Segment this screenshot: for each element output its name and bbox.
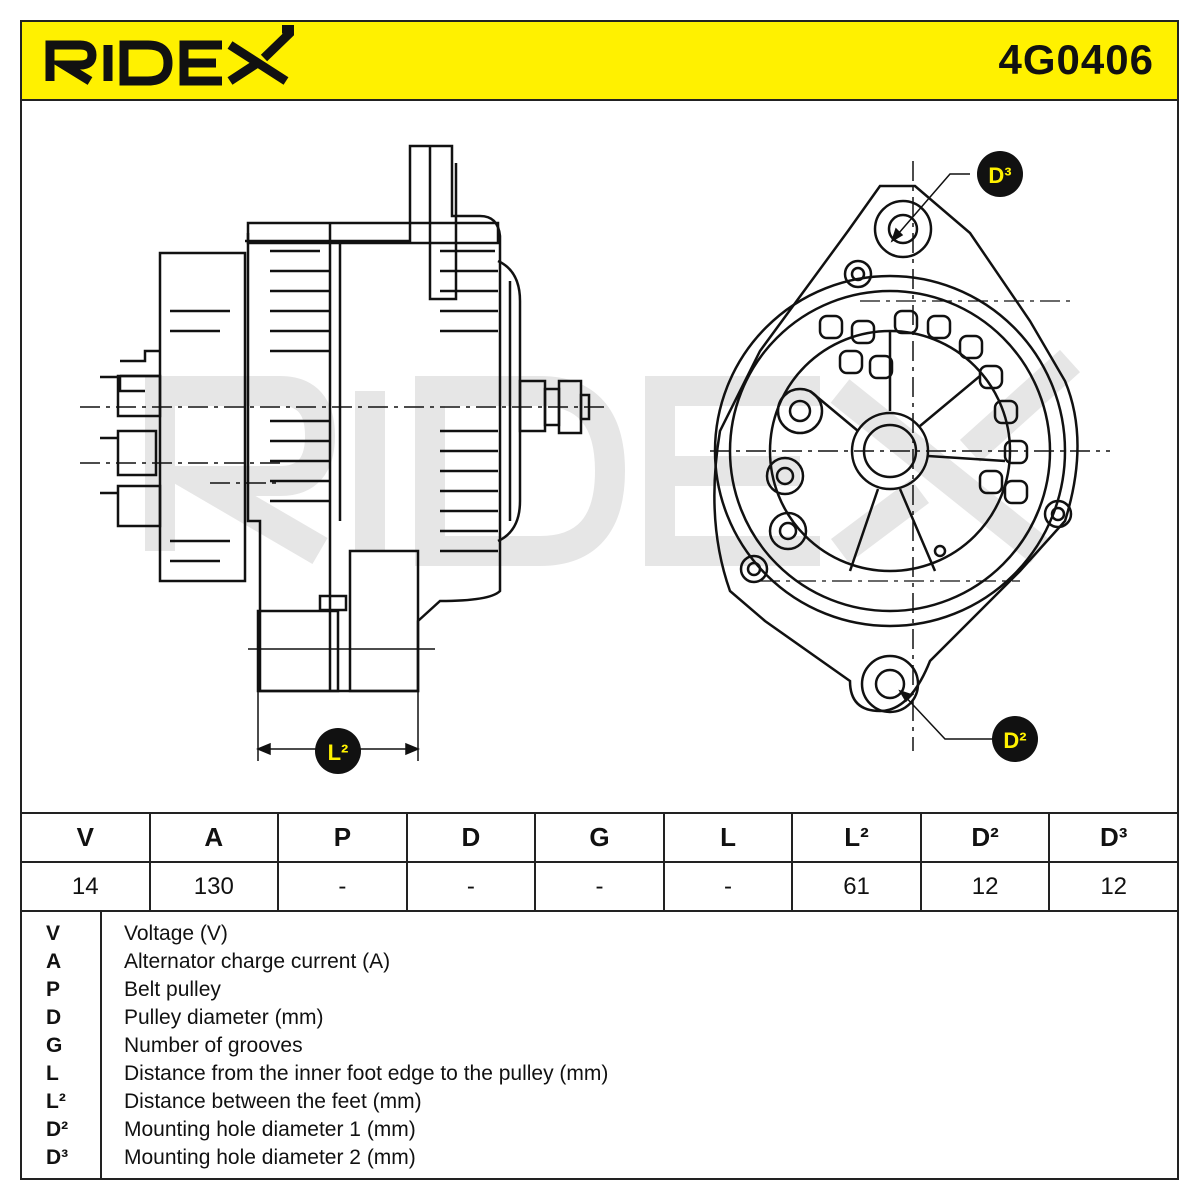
legend-text: Belt pulley <box>124 978 221 1001</box>
legend-key: P <box>46 978 61 1001</box>
spec-header-v: V <box>20 812 151 863</box>
legend-divider <box>100 912 102 1178</box>
legend-item: D Pulley diameter (mm) <box>20 1006 1120 1034</box>
spec-value-row: 14 130 - - - - 61 12 12 <box>20 861 1179 912</box>
spec-header-p: P <box>277 812 408 863</box>
spec-header-a: A <box>148 812 280 863</box>
legend-item: L² Distance between the feet (mm) <box>20 1090 1120 1118</box>
legend-item: D³ Mounting hole diameter 2 (mm) <box>20 1146 1120 1174</box>
legend-item: A Alternator charge current (A) <box>20 950 1120 978</box>
rear-view <box>710 161 1110 751</box>
d2-leader <box>898 689 995 740</box>
legend-item: D² Mounting hole diameter 1 (mm) <box>20 1118 1120 1146</box>
l2-callout-badge <box>315 728 361 774</box>
d3-callout-label: D³ <box>988 163 1011 188</box>
spec-value-d: - <box>405 861 537 912</box>
legend-item: G Number of grooves <box>20 1034 1120 1062</box>
legend-item: V Voltage (V) <box>20 922 1120 950</box>
d3-callout-badge <box>977 151 1023 197</box>
spec-value-p: - <box>277 861 408 912</box>
legend-key: D <box>46 1006 62 1029</box>
legend-text: Number of grooves <box>124 1034 303 1057</box>
spec-header-d3: D³ <box>1048 812 1179 863</box>
legend-key: L² <box>46 1090 66 1113</box>
legend-text: Mounting hole diameter 1 (mm) <box>124 1118 416 1141</box>
legend-key: L <box>46 1062 59 1085</box>
d3-leader <box>890 173 970 243</box>
legend-text: Alternator charge current (A) <box>124 950 391 973</box>
alternator-drawing: L² D³ <box>80 144 1110 774</box>
spec-value-d2: 12 <box>919 861 1051 912</box>
spec-value-a: 130 <box>148 861 280 912</box>
spec-header-g: G <box>534 812 665 863</box>
legend-text: Distance from the inner foot edge to the… <box>124 1062 609 1085</box>
legend-key: D³ <box>46 1146 69 1169</box>
spec-value-l2: 61 <box>791 861 922 912</box>
l2-callout-label: L² <box>328 740 349 765</box>
part-number: 4G0406 <box>998 36 1154 83</box>
legend-item: L Distance from the inner foot edge to t… <box>20 1062 1120 1090</box>
ridex-logo <box>45 25 294 86</box>
legend-text: Mounting hole diameter 2 (mm) <box>124 1146 416 1169</box>
legend-text: Pulley diameter (mm) <box>124 1006 324 1029</box>
legend-text: Distance between the feet (mm) <box>124 1090 422 1113</box>
spec-value-d3: 12 <box>1048 861 1179 912</box>
spec-value-v: 14 <box>20 861 151 912</box>
legend-key: V <box>46 922 61 945</box>
spec-header-l2: L² <box>791 812 922 863</box>
spec-table: V A P D G L L² D² D³ 14 130 - - - - 61 1… <box>20 812 1179 912</box>
legend: V Voltage (V) A Alternator charge curren… <box>20 912 1179 1180</box>
side-view <box>80 144 610 693</box>
spec-value-l: - <box>662 861 794 912</box>
spec-header-row: V A P D G L L² D² D³ <box>20 812 1179 863</box>
spec-value-g: - <box>534 861 665 912</box>
legend-key: A <box>46 950 62 973</box>
spec-header-l: L <box>662 812 794 863</box>
spec-header-d2: D² <box>919 812 1051 863</box>
l2-dimension <box>256 691 420 761</box>
d2-callout-badge <box>992 716 1038 762</box>
legend-text: Voltage (V) <box>124 922 228 945</box>
legend-key: D² <box>46 1118 69 1141</box>
spec-header-d: D <box>405 812 537 863</box>
d2-callout-label: D² <box>1003 728 1026 753</box>
legend-item: P Belt pulley <box>20 978 1120 1006</box>
legend-key: G <box>46 1034 63 1057</box>
